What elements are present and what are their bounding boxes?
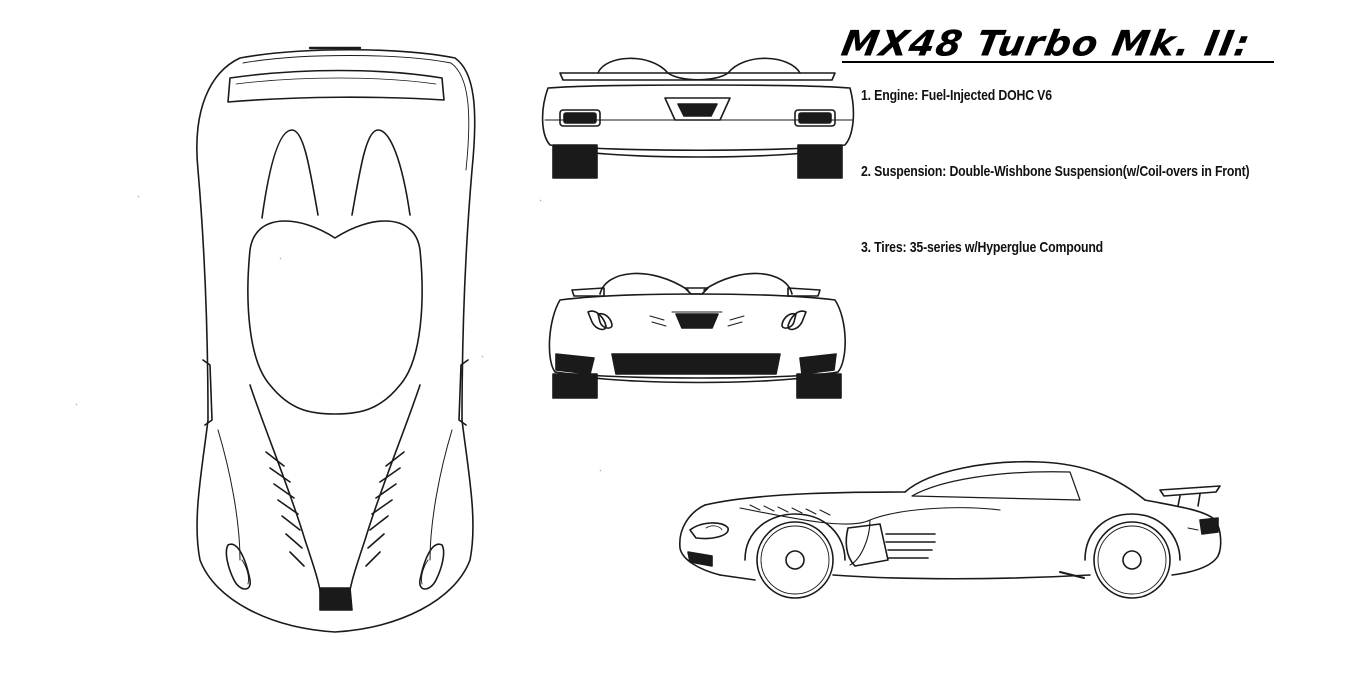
spec-tires: 3. Tires: 35-series w/Hyperglue Compound <box>861 239 1104 256</box>
front-view <box>548 272 846 399</box>
spec-engine: 1. Engine: Fuel-Injected DOHC V6 <box>861 87 1052 104</box>
top-view <box>196 46 476 633</box>
side-view <box>679 460 1222 599</box>
spec-suspension: 2. Suspension: Double-Wishbone Suspensio… <box>861 163 1250 180</box>
sheet-title: MX48 Turbo Mk. II: <box>838 23 1254 64</box>
rear-view <box>541 57 855 179</box>
sketch-specks <box>75 195 602 472</box>
title-underline <box>842 61 1274 63</box>
